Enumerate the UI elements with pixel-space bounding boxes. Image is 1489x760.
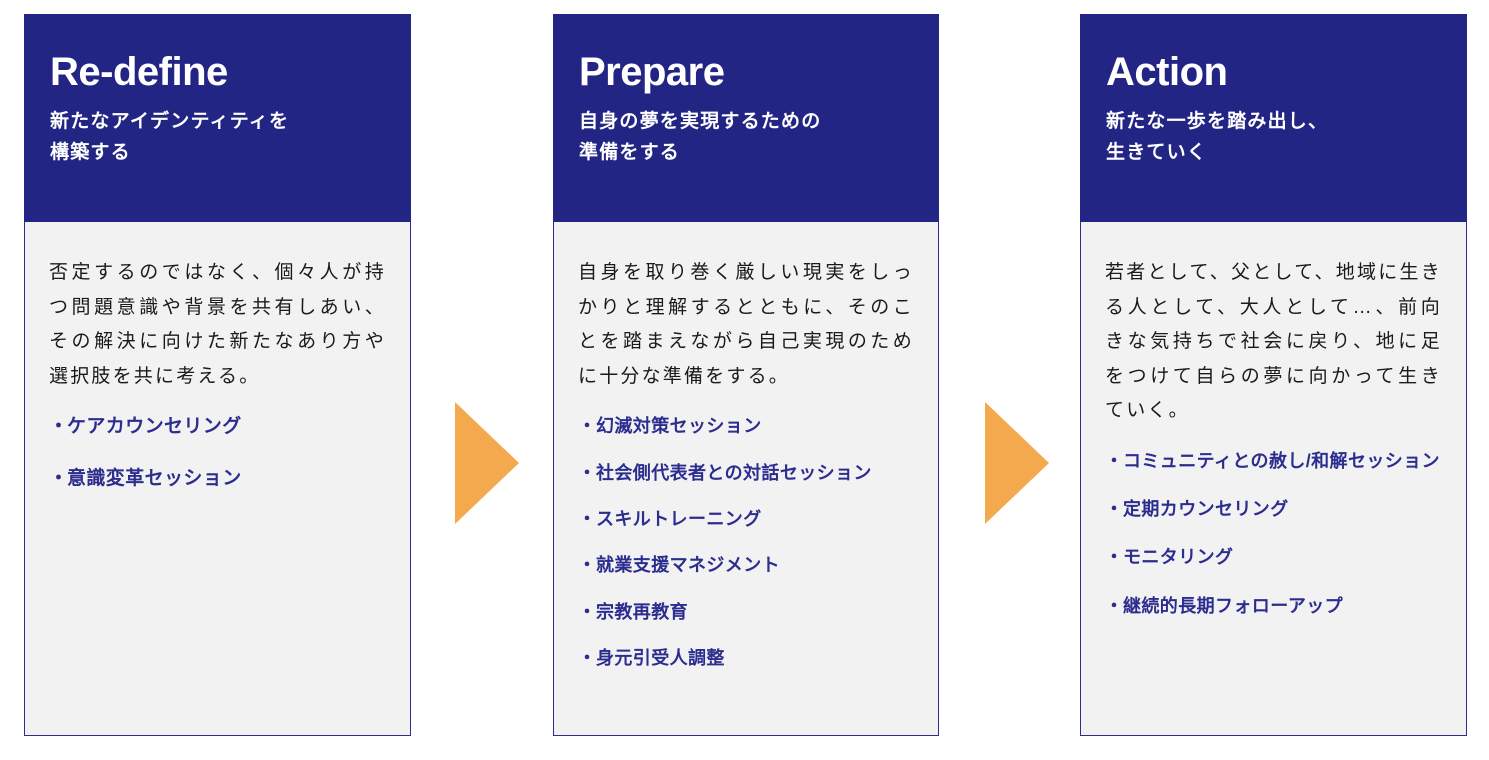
stage-subtitle: 新たな一歩を踏み出し、 生きていく [1106, 111, 1329, 164]
list-item: ・ 意識変革セッション [49, 466, 386, 492]
bullet-marker-icon: ・ [1105, 450, 1124, 471]
stage-card-body: 若者として、父として、地域に生きる人として、大人として…、前向きな気持ちで社会に… [1080, 222, 1467, 736]
list-item: ・ 身元引受人調整 [578, 646, 914, 670]
bullet-marker-icon: ・ [578, 416, 597, 437]
list-item-label: 就業支援マネジメント [596, 555, 780, 576]
bullet-marker-icon: ・ [578, 462, 597, 483]
list-item-label: ケアカウンセリング [67, 416, 242, 438]
bullet-marker-icon: ・ [578, 508, 597, 529]
stage-title: Re-define [50, 50, 228, 94]
list-item: ・ ケアカウンセリング [49, 414, 386, 440]
list-item-label: 身元引受人調整 [596, 647, 725, 668]
stage-card-re-define: Re-define 新たなアイデンティティを 構築する 否定するのではなく、個々… [24, 14, 411, 736]
list-item: ・ 定期カウンセリング [1105, 497, 1442, 521]
list-item-label: 幻滅対策セッション [596, 416, 762, 437]
bullet-marker-icon: ・ [578, 555, 597, 576]
stage-description: 若者として、父として、地域に生きる人として、大人として…、前向きな気持ちで社会に… [1105, 262, 1442, 422]
arrow-redefine-to-prepare-icon [455, 402, 519, 524]
list-item: ・ スキルトレーニング [578, 507, 914, 531]
list-item: ・ 幻滅対策セッション [578, 414, 914, 438]
list-item: ・ 宗教再教育 [578, 600, 914, 624]
stage-card-header: Action 新たな一歩を踏み出し、 生きていく [1080, 14, 1467, 222]
stage-card-header: Re-define 新たなアイデンティティを 構築する [24, 14, 411, 222]
arrow-prepare-to-action-icon [985, 402, 1049, 524]
stage-card-body: 否定するのではなく、個々人が持つ問題意識や背景を共有しあい、その解決に向けた新た… [24, 222, 411, 736]
list-item-label: モニタリング [1123, 547, 1234, 568]
stage-bullet-list: ・ 幻滅対策セッション ・ 社会側代表者との対話セッション ・ スキルトレーニン… [578, 414, 914, 670]
stage-card-header: Prepare 自身の夢を実現するための 準備をする [553, 14, 939, 222]
list-item: ・ 継続的長期フォローアップ [1105, 594, 1442, 618]
stage-title: Action [1106, 50, 1228, 94]
stage-subtitle: 新たなアイデンティティを 構築する [50, 111, 290, 164]
list-item-label: 継続的長期フォローアップ [1123, 595, 1344, 616]
list-item: ・ 就業支援マネジメント [578, 553, 914, 577]
list-item-label: 定期カウンセリング [1123, 499, 1289, 520]
list-item-label: 宗教再教育 [596, 601, 688, 622]
stage-title: Prepare [579, 50, 725, 94]
stage-subtitle: 自身の夢を実現するための 準備をする [579, 111, 822, 164]
stage-bullet-list: ・ ケアカウンセリング ・ 意識変革セッション [49, 414, 386, 491]
bullet-marker-icon: ・ [49, 416, 69, 438]
bullet-marker-icon: ・ [578, 647, 597, 668]
bullet-marker-icon: ・ [1105, 595, 1124, 616]
stage-card-prepare: Prepare 自身の夢を実現するための 準備をする 自身を取り巻く厳しい現実を… [553, 14, 939, 736]
stage-card-body: 自身を取り巻く厳しい現実をしっかりと理解するとともに、そのことを踏まえながら自己… [553, 222, 939, 736]
stage-description: 否定するのではなく、個々人が持つ問題意識や背景を共有しあい、その解決に向けた新た… [49, 262, 386, 387]
bullet-marker-icon: ・ [49, 467, 69, 489]
list-item: ・ コミュニティとの赦し/和解セッション [1105, 449, 1442, 473]
list-item-label: スキルトレーニング [596, 508, 762, 529]
stage-bullet-list: ・ コミュニティとの赦し/和解セッション ・ 定期カウンセリング ・ モニタリン… [1105, 449, 1442, 618]
stage-card-action: Action 新たな一歩を踏み出し、 生きていく 若者として、父として、地域に生… [1080, 14, 1467, 736]
list-item-label: 意識変革セッション [67, 467, 242, 489]
bullet-marker-icon: ・ [578, 601, 597, 622]
list-item-label: コミュニティとの赦し/和解セッション [1123, 450, 1440, 471]
list-item: ・ 社会側代表者との対話セッション [578, 461, 914, 485]
bullet-marker-icon: ・ [1105, 547, 1124, 568]
bullet-marker-icon: ・ [1105, 499, 1124, 520]
list-item-label: 社会側代表者との対話セッション [596, 462, 872, 483]
list-item: ・ モニタリング [1105, 545, 1442, 569]
stage-description: 自身を取り巻く厳しい現実をしっかりと理解するとともに、そのことを踏まえながら自己… [578, 262, 914, 387]
